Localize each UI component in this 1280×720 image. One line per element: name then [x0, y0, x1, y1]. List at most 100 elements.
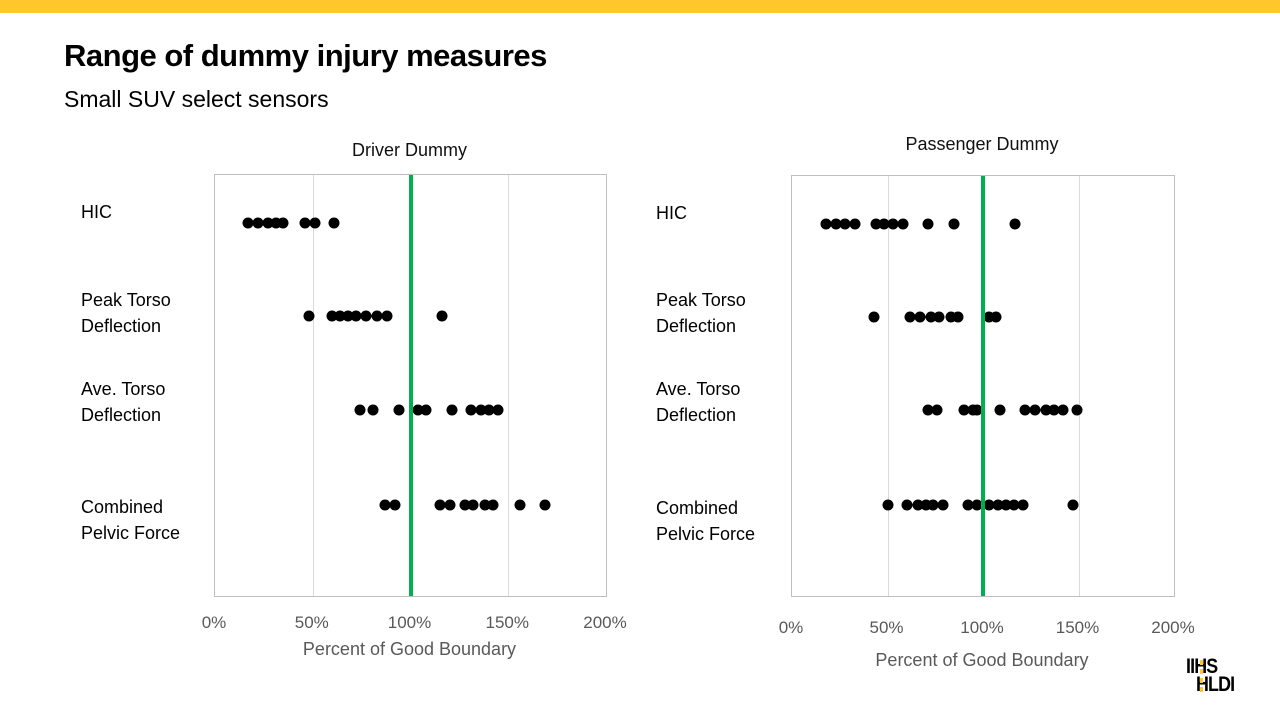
x-axis-ticks: 0%50%100%150%200% — [202, 613, 627, 635]
data-point — [459, 499, 471, 511]
accent-bar — [0, 0, 1280, 13]
x-tick-label: 0% — [778, 618, 804, 637]
reference-line-100pct — [981, 176, 985, 596]
data-point — [446, 404, 458, 416]
data-point — [1019, 404, 1031, 416]
data-point — [381, 310, 393, 322]
category-label-line: Combined — [656, 497, 739, 518]
data-point — [487, 499, 499, 511]
x-tick-label: 50% — [869, 618, 904, 637]
data-point — [948, 218, 960, 230]
data-point — [371, 310, 383, 322]
category-label: HIC — [656, 200, 687, 226]
data-point — [992, 499, 1004, 511]
x-tick-label: 200% — [1151, 618, 1195, 637]
data-point — [252, 217, 264, 229]
logo-road-dashes-icon — [1200, 660, 1203, 696]
category-label-line: Combined — [81, 497, 164, 518]
slide-title: Range of dummy injury measures — [64, 38, 547, 73]
data-point — [868, 311, 880, 323]
x-tick-label: 100% — [960, 618, 1004, 637]
x-tick-label: 50% — [294, 613, 329, 632]
gridline — [1078, 176, 1080, 596]
category-label-line: Ave. Torso — [656, 379, 741, 400]
data-point — [354, 404, 366, 416]
category-label-line: Deflection — [656, 316, 737, 337]
data-point — [931, 404, 943, 416]
data-point — [901, 499, 913, 511]
data-point — [467, 499, 479, 511]
chart-title: Passenger Dummy — [905, 134, 1059, 154]
data-point — [479, 499, 491, 511]
data-point — [514, 499, 526, 511]
data-point — [971, 404, 983, 416]
data-point — [367, 404, 379, 416]
logo-hldi-text: HLDI — [1196, 673, 1235, 696]
data-point — [983, 499, 995, 511]
data-point — [971, 499, 983, 511]
data-point — [434, 499, 446, 511]
data-point — [1048, 404, 1060, 416]
data-point — [920, 499, 932, 511]
data-point — [937, 499, 949, 511]
data-point — [897, 218, 909, 230]
x-axis-title: Percent of Good Boundary — [875, 650, 1089, 670]
data-point — [904, 311, 916, 323]
data-point — [350, 310, 362, 322]
data-point — [475, 404, 487, 416]
data-point — [870, 218, 882, 230]
data-point — [1071, 404, 1083, 416]
data-point — [830, 218, 842, 230]
x-tick-label: 200% — [583, 613, 627, 632]
category-label-line: HIC — [81, 202, 112, 223]
data-point — [1017, 499, 1029, 511]
x-tick-label: 0% — [201, 613, 227, 632]
data-point — [983, 311, 995, 323]
data-point — [994, 404, 1006, 416]
x-axis-title: Percent of Good Boundary — [302, 639, 517, 659]
category-label-line: Deflection — [81, 315, 162, 336]
data-point — [465, 404, 477, 416]
data-point — [820, 218, 832, 230]
data-point — [962, 499, 974, 511]
data-point — [444, 499, 456, 511]
gridline — [312, 175, 314, 596]
category-label-line: Ave. Torso — [81, 378, 166, 399]
chart-title: Driver Dummy — [352, 140, 467, 160]
data-point — [360, 310, 372, 322]
category-label-line: HIC — [656, 203, 687, 224]
data-point — [925, 311, 937, 323]
gridline — [508, 175, 510, 596]
data-point — [412, 404, 424, 416]
data-point — [1000, 499, 1012, 511]
plot-area — [791, 175, 1175, 597]
data-point — [1040, 404, 1052, 416]
data-point — [393, 404, 405, 416]
x-axis-ticks: 0%50%100%150%200% — [779, 618, 1195, 640]
category-label-line: Pelvic Force — [656, 523, 756, 544]
category-label: HIC — [81, 199, 112, 225]
data-point — [303, 310, 315, 322]
data-point — [990, 311, 1002, 323]
category-label-line: Deflection — [81, 404, 162, 425]
data-point — [1009, 218, 1021, 230]
data-point — [334, 310, 346, 322]
data-point — [326, 310, 338, 322]
data-point — [922, 218, 934, 230]
gridline — [887, 176, 889, 596]
data-point — [958, 404, 970, 416]
data-point — [492, 404, 504, 416]
plot-area — [214, 174, 607, 597]
data-point — [539, 499, 551, 511]
category-label-line: Deflection — [656, 405, 737, 426]
x-tick-label: 150% — [485, 613, 529, 632]
data-point — [922, 404, 934, 416]
data-point — [262, 217, 274, 229]
data-point — [1029, 404, 1041, 416]
data-point — [882, 499, 893, 511]
reference-line-100pct — [408, 175, 413, 596]
